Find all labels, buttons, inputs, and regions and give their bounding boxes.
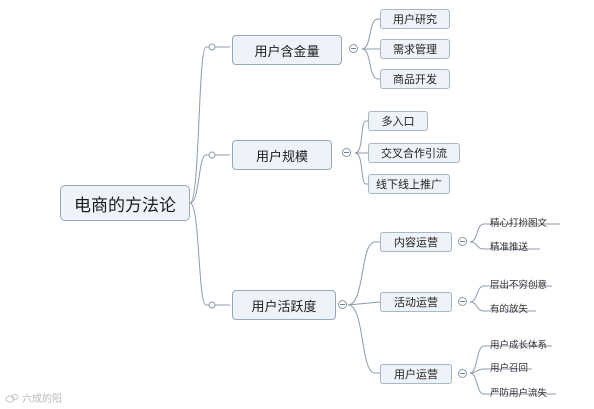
branch-label: 用户规模 [255, 148, 308, 164]
branch-user-scale[interactable]: 用户规模 [232, 140, 332, 170]
leaf-user-recall[interactable]: 用户召回 [488, 360, 534, 374]
child-user-ops[interactable]: 用户运营 [380, 364, 452, 384]
collapse-toggle-icon[interactable] [338, 300, 347, 309]
watermark: 六成的阳 [5, 390, 62, 405]
branch-label: 用户活跃度 [251, 298, 317, 314]
branch-user-value[interactable]: 用户含金量 [232, 35, 342, 65]
root-node[interactable]: 电商的方法论 [60, 185, 190, 221]
leaf-targeted[interactable]: 有的放矢 [488, 301, 536, 315]
child-label: 线下线上推广 [376, 179, 442, 191]
leaf-label: 用户成长体系 [490, 339, 548, 351]
leaf-label: 有的放矢 [490, 303, 529, 315]
child-demand-management[interactable]: 需求管理 [380, 39, 450, 59]
leaf-label: 严防用户流失 [490, 387, 548, 399]
leaf-label: 精心打扮图文 [490, 217, 548, 229]
child-label: 用户研究 [393, 14, 437, 26]
branch-user-activity[interactable]: 用户活跃度 [232, 290, 336, 320]
root-label: 电商的方法论 [74, 195, 176, 215]
branch-label: 用户含金量 [254, 43, 320, 59]
collapse-toggle-icon[interactable] [458, 369, 467, 378]
child-label: 需求管理 [393, 44, 437, 56]
child-content-ops[interactable]: 内容运营 [380, 232, 452, 252]
leaf-growth-system[interactable]: 用户成长体系 [488, 337, 554, 351]
collapse-toggle-icon[interactable] [458, 237, 467, 246]
watermark-text: 六成的阳 [22, 394, 62, 405]
child-label: 商品开发 [393, 74, 437, 86]
child-offline-online-promotion[interactable]: 线下线上推广 [368, 174, 450, 194]
leaf-endless-ideas[interactable]: 层出不穷创意 [488, 277, 554, 291]
child-label: 交叉合作引流 [381, 148, 447, 160]
child-user-research[interactable]: 用户研究 [380, 9, 450, 29]
collapse-toggle-icon[interactable] [349, 44, 358, 53]
leaf-graphic-text[interactable]: 精心打扮图文 [488, 215, 558, 229]
child-label: 内容运营 [394, 237, 438, 249]
child-product-development[interactable]: 商品开发 [380, 69, 450, 89]
collapse-toggle-icon[interactable] [458, 297, 467, 306]
child-label: 多入口 [381, 116, 415, 128]
child-cross-traffic[interactable]: 交叉合作引流 [368, 143, 460, 163]
child-label: 活动运营 [394, 297, 438, 309]
leaf-label: 层出不穷创意 [490, 279, 548, 291]
collapse-toggle-icon[interactable] [342, 148, 351, 157]
leaf-label: 用户召回 [490, 362, 529, 374]
watermark-logo-icon [5, 393, 19, 402]
leaf-precise-push[interactable]: 精准推送 [488, 239, 538, 253]
child-multi-entry[interactable]: 多入口 [368, 111, 428, 131]
leaf-label: 精准推送 [490, 241, 529, 253]
leaf-prevent-churn[interactable]: 严防用户流失 [488, 385, 558, 399]
child-activity-ops[interactable]: 活动运营 [380, 292, 452, 312]
child-label: 用户运营 [394, 369, 438, 381]
